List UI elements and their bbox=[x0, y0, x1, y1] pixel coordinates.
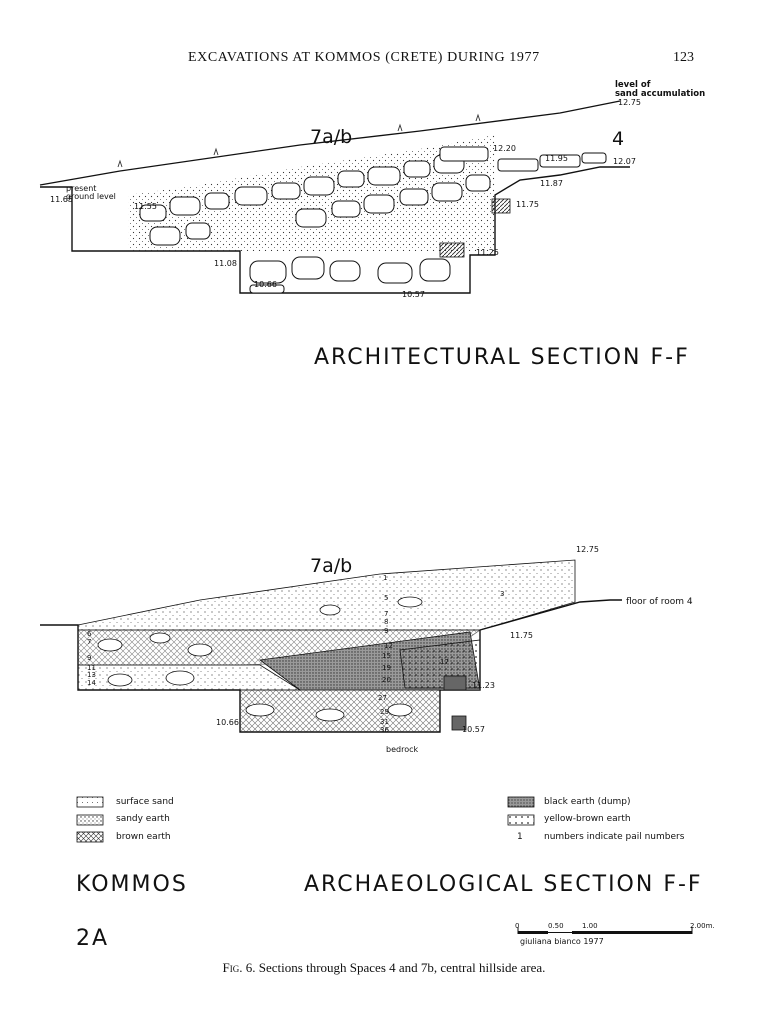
svg-text:20: 20 bbox=[382, 676, 391, 684]
legend-yellow-brown: yellow-brown earth bbox=[544, 814, 631, 824]
elev-11-87: 11.87 bbox=[540, 179, 563, 188]
svg-text:36: 36 bbox=[380, 726, 389, 734]
svg-text:14: 14 bbox=[87, 679, 96, 687]
present-line2: ground level bbox=[66, 192, 116, 201]
arch-elev-11-23: 11.23 bbox=[472, 681, 495, 690]
excavation-profile bbox=[40, 166, 630, 294]
svg-text:7: 7 bbox=[384, 610, 388, 618]
svg-text:3: 3 bbox=[500, 590, 504, 598]
legend: surface sand sandy earth brown earth bla… bbox=[76, 796, 696, 848]
svg-text:9: 9 bbox=[384, 627, 388, 635]
layer-stones bbox=[97, 596, 423, 722]
pail-numbers: 1 3 5 6 7 7 8 9 9 11 12 13 14 15 17 19 2… bbox=[87, 574, 504, 734]
svg-text:15: 15 bbox=[382, 652, 391, 660]
ground-surface-line bbox=[39, 100, 621, 186]
scale-0: 0 bbox=[515, 922, 520, 930]
elev-12-75: 12.75 bbox=[618, 98, 641, 107]
elev-11-55: 11.55 bbox=[134, 202, 157, 211]
elev-11-08: 11.08 bbox=[214, 259, 237, 268]
svg-text:1: 1 bbox=[383, 574, 387, 582]
svg-text:19: 19 bbox=[382, 664, 391, 672]
scale-200: 2.00m. bbox=[690, 922, 715, 930]
legend-brown-earth: brown earth bbox=[116, 832, 171, 842]
plate-number: 2A bbox=[76, 926, 110, 951]
legend-black-earth: black earth (dump) bbox=[544, 797, 631, 807]
legend-pail-note: numbers indicate pail numbers bbox=[544, 832, 685, 842]
svg-text:8: 8 bbox=[384, 618, 388, 626]
arch-elev-10-66: 10.66 bbox=[216, 718, 239, 727]
present-line1: present bbox=[66, 184, 96, 193]
architectural-section-drawing: level of sand accumulation 12.75 7a/b 4 … bbox=[39, 80, 705, 299]
figure-caption: Fig. 6. Sections through Spaces 4 and 7b… bbox=[0, 960, 768, 976]
space-label-4: 4 bbox=[612, 128, 624, 150]
svg-text:13: 13 bbox=[87, 671, 96, 679]
figure-caption-text: Sections through Spaces 4 and 7b, centra… bbox=[258, 960, 546, 975]
wall-stones bbox=[139, 146, 607, 294]
page-number: 123 bbox=[673, 50, 694, 65]
bedrock-label: bedrock bbox=[386, 745, 418, 754]
running-head: EXCAVATIONS AT KOMMOS (CRETE) DURING 197… bbox=[188, 50, 540, 65]
grass-tufts bbox=[117, 113, 481, 168]
sandy-earth-swatch bbox=[76, 814, 104, 826]
arch-elev-11-75: 11.75 bbox=[510, 631, 533, 640]
brown-earth-swatch bbox=[76, 831, 104, 843]
arch-elev-12-75: 12.75 bbox=[576, 545, 599, 554]
space-label-7ab: 7a/b bbox=[310, 126, 352, 148]
architectural-section-title: ARCHITECTURAL SECTION F-F bbox=[314, 345, 690, 370]
figure-number: Fig. 6. bbox=[222, 960, 256, 975]
svg-text:7: 7 bbox=[87, 638, 91, 646]
svg-text:29: 29 bbox=[380, 708, 389, 716]
svg-text:6: 6 bbox=[87, 630, 92, 638]
svg-text:9: 9 bbox=[87, 654, 91, 662]
archaeological-section-drawing: 7a/b 12.75 floor of room 4 11.75 11.23 1… bbox=[40, 545, 693, 754]
site-name: KOMMOS bbox=[76, 872, 188, 897]
legend-pail-key: 1 bbox=[517, 832, 523, 842]
legend-sandy-earth: sandy earth bbox=[116, 814, 170, 824]
svg-text:5: 5 bbox=[384, 594, 388, 602]
elev-12-20: 12.20 bbox=[493, 144, 516, 153]
elev-12-07: 12.07 bbox=[613, 157, 636, 166]
elev-11-95: 11.95 bbox=[545, 154, 568, 163]
scale-100: 1.00 bbox=[582, 922, 598, 930]
archaeological-section-title: ARCHAEOLOGICAL SECTION F-F bbox=[304, 872, 703, 897]
svg-text:17: 17 bbox=[440, 658, 449, 666]
elev-11-65: 11.65 bbox=[50, 195, 73, 204]
running-header: EXCAVATIONS AT KOMMOS (CRETE) DURING 197… bbox=[0, 50, 768, 72]
elev-11-25: 11.25 bbox=[476, 248, 499, 257]
scale-bar-graphic bbox=[517, 927, 693, 934]
black-earth-swatch bbox=[507, 796, 535, 808]
surface-sand-swatch bbox=[76, 796, 104, 808]
legend-surface-sand: surface sand bbox=[116, 797, 174, 807]
scale-bar: 0 0.50 1.00 2.00m. giuliana bianco 1977 bbox=[512, 922, 722, 952]
sand-note-line1: level of bbox=[615, 80, 651, 90]
arch-space-label-7ab: 7a/b bbox=[310, 555, 352, 577]
elev-10-57: 10.57 bbox=[402, 290, 425, 299]
drawing-credit: giuliana bianco 1977 bbox=[520, 937, 604, 946]
svg-text:31: 31 bbox=[380, 718, 389, 726]
yellow-brown-swatch bbox=[507, 814, 535, 826]
elev-11-75: 11.75 bbox=[516, 200, 539, 209]
sand-note-line2: sand accumulation bbox=[615, 89, 705, 99]
svg-text:12: 12 bbox=[384, 642, 393, 650]
arch-elev-10-57: 10.57 bbox=[462, 725, 485, 734]
svg-text:11: 11 bbox=[87, 664, 96, 672]
legend-swatches bbox=[76, 796, 535, 843]
svg-text:27: 27 bbox=[378, 694, 387, 702]
elev-10-66: 10.66 bbox=[254, 280, 277, 289]
floor-of-room-4-label: floor of room 4 bbox=[626, 597, 693, 607]
scale-050: 0.50 bbox=[548, 922, 564, 930]
